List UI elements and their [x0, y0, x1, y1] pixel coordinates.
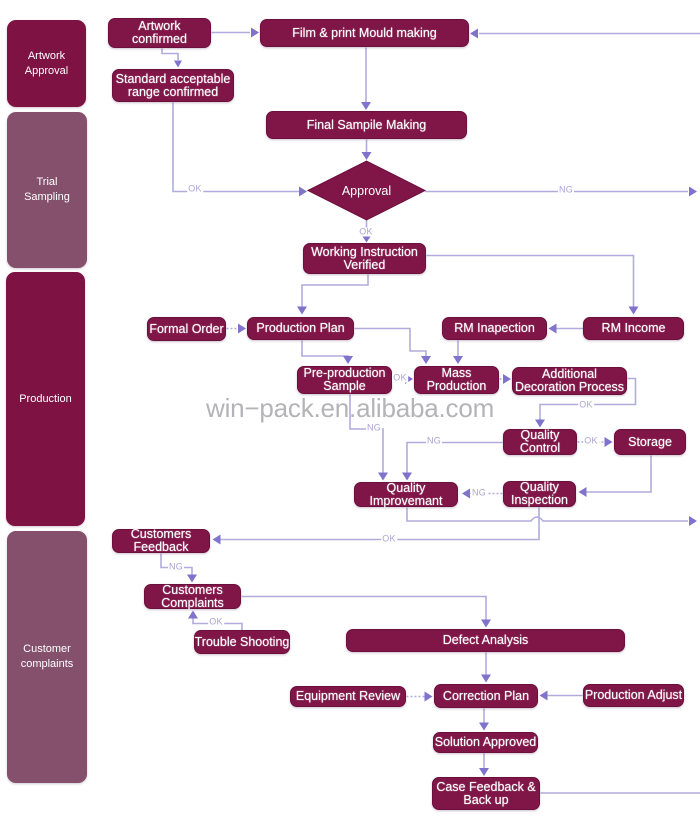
svg-text:Approval: Approval: [342, 184, 391, 198]
